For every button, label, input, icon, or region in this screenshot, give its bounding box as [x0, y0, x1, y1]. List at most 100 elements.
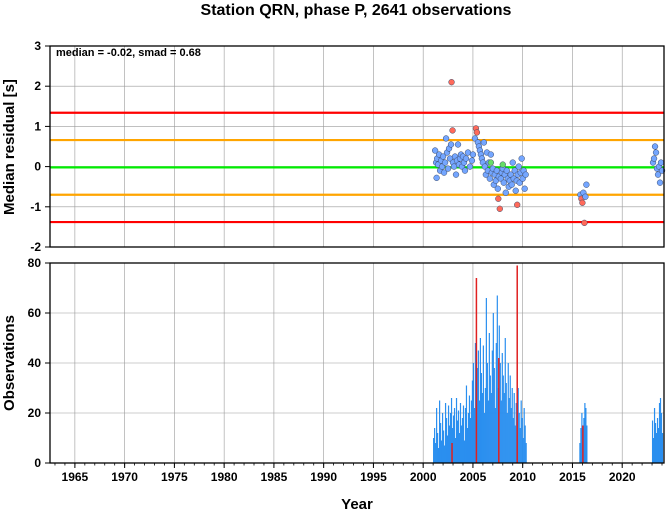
residual-point: [512, 187, 519, 194]
observation-bar: [477, 350, 480, 463]
residual-point: [452, 171, 460, 178]
residual-y-tick-label: 0: [34, 160, 41, 174]
observations-frame: [49, 262, 665, 464]
year-tick-label: 2000: [410, 470, 437, 484]
observation-bar: [509, 375, 511, 463]
observation-bar: [438, 400, 441, 463]
observation-bar: [433, 438, 435, 463]
outlier-observation-bar: [516, 265, 518, 463]
outlier-point: [581, 219, 588, 227]
observation-bar: [489, 375, 491, 463]
observations-y-tick-label: 0: [34, 456, 41, 470]
outlier-point: [496, 205, 503, 212]
observation-bar: [501, 353, 503, 463]
residual-point: [499, 161, 506, 168]
observation-bar: [454, 438, 457, 463]
observation-bar: [449, 413, 452, 463]
observation-bar: [490, 393, 492, 463]
residual-point: [508, 181, 515, 188]
observation-bar: [495, 343, 497, 463]
observation-bar: [453, 408, 456, 463]
observation-bar: [579, 443, 581, 463]
observation-bar: [472, 363, 475, 463]
residual-point: [521, 185, 528, 192]
observation-bar: [505, 383, 507, 463]
observation-bar: [521, 418, 523, 463]
observation-bar: [452, 415, 455, 463]
observation-bar: [657, 428, 660, 463]
observation-bar: [455, 398, 458, 463]
residual-point: [431, 147, 439, 154]
observation-bar: [488, 333, 490, 463]
observation-bar: [483, 413, 485, 463]
observation-bar: [460, 425, 463, 463]
observation-bar: [585, 408, 587, 463]
observation-bar: [584, 403, 586, 463]
year-x-label: Year: [341, 496, 373, 511]
observation-bar: [468, 395, 471, 463]
observation-bar: [651, 420, 654, 463]
observation-bar: [435, 443, 437, 463]
observation-bar: [514, 425, 516, 463]
residual-frame: [49, 45, 665, 248]
observation-bar: [459, 403, 462, 463]
observation-bar: [482, 345, 484, 463]
observation-bar: [655, 433, 658, 463]
median-smad-annotation: median = -0.02, smad = 0.68: [56, 47, 201, 59]
observations-y-tick-label: 80: [28, 256, 42, 270]
observation-bar: [658, 403, 661, 463]
observation-bar: [580, 428, 582, 463]
observations-grid: [50, 262, 664, 464]
observation-bar: [462, 405, 465, 463]
year-tick-label: 1975: [161, 470, 188, 484]
observation-bar: [473, 408, 476, 463]
observation-bar: [465, 385, 468, 463]
observation-bar: [586, 425, 588, 463]
residual-y-tick-label: 3: [34, 39, 41, 53]
residual-point: [654, 171, 662, 178]
outlier-observation-bar: [451, 443, 453, 463]
observation-bar: [446, 435, 449, 463]
residual-point: [439, 153, 447, 160]
observation-bar: [508, 398, 510, 463]
year-tick-label: 1965: [62, 470, 89, 484]
observation-bar: [661, 433, 664, 463]
year-tick-label: 1980: [211, 470, 238, 484]
residual-point: [515, 163, 522, 170]
residual-point: [582, 193, 589, 200]
observation-bar: [444, 403, 447, 463]
observation-bar: [507, 363, 509, 463]
observation-bars: [433, 265, 664, 463]
observation-bar: [458, 433, 461, 463]
observation-bar: [442, 430, 445, 463]
observation-bar: [492, 313, 494, 463]
observation-bar: [525, 443, 527, 463]
residual-y-tick-label: 2: [34, 79, 41, 93]
observation-bar: [524, 425, 526, 463]
residual-point: [462, 155, 470, 162]
panel-frames: [49, 45, 665, 464]
observation-bar: [448, 425, 451, 463]
year-tick-label: 2020: [609, 470, 636, 484]
residual-point: [487, 151, 494, 158]
observation-bar: [447, 405, 450, 463]
observation-bar: [466, 428, 469, 463]
observation-bar: [485, 298, 487, 463]
observation-bar: [479, 338, 481, 463]
year-tick-label: 1970: [111, 470, 138, 484]
residual-point: [440, 169, 448, 176]
outlier-observation-bar: [498, 358, 500, 463]
observation-bar: [515, 403, 517, 463]
observation-bar: [478, 400, 481, 463]
observation-bar: [513, 393, 515, 463]
residual-point: [494, 185, 501, 192]
observation-bar: [474, 343, 477, 463]
observation-bar: [487, 400, 489, 463]
observations-y-tick-label: 60: [28, 306, 42, 320]
residual-point: [500, 179, 507, 186]
observation-bar: [439, 423, 442, 463]
